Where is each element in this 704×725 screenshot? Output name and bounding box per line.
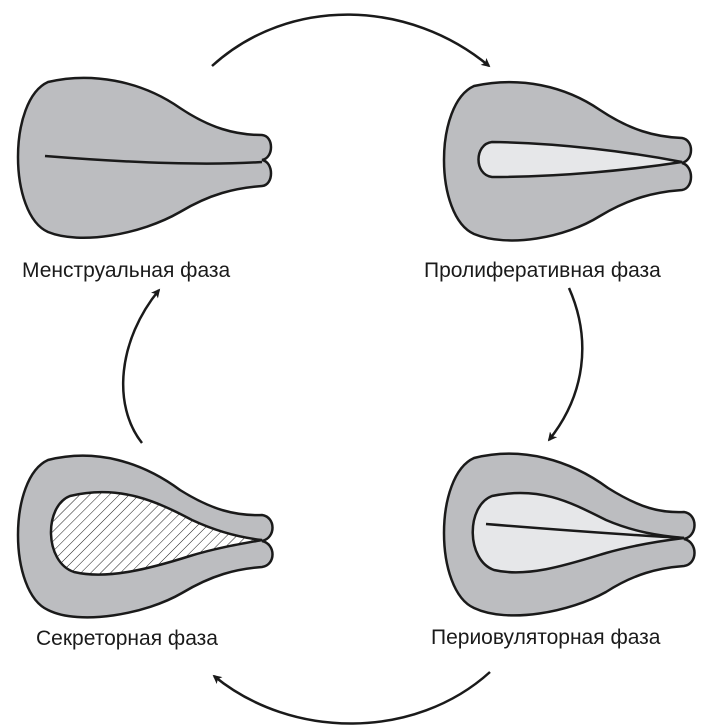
periovulatory-uterus <box>444 454 695 616</box>
proliferative-uterus <box>444 82 691 240</box>
arrow-menstrual-to-proliferative <box>212 15 489 66</box>
periovulatory-phase-label: Периовуляторная фаза <box>431 627 660 648</box>
arrow-proliferative-to-periovulatory <box>549 288 582 440</box>
menstrual-phase-label: Менструальная фаза <box>22 260 230 281</box>
arrow-periovulatory-to-secretory <box>214 672 490 724</box>
arrow-secretory-to-menstrual <box>123 290 159 443</box>
secretory-uterus <box>18 456 273 618</box>
proliferative-phase-label: Пролиферативная фаза <box>424 260 661 281</box>
menstrual-uterus <box>18 78 271 238</box>
secretory-phase-label: Секреторная фаза <box>36 628 218 649</box>
